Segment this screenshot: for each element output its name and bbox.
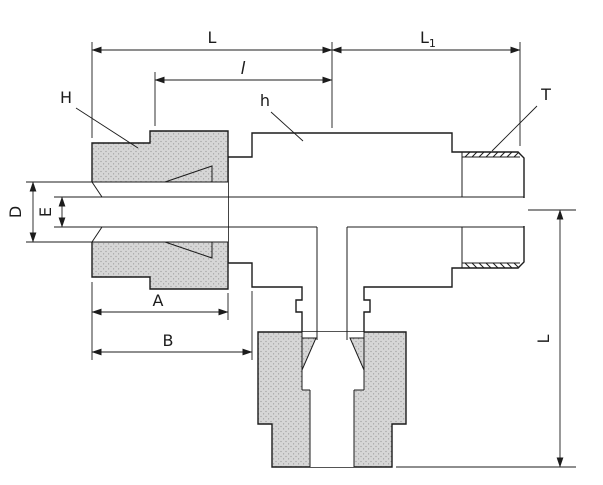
ferrule-left-top bbox=[164, 165, 213, 183]
label-H: H bbox=[60, 88, 72, 107]
label-h: h bbox=[260, 91, 270, 110]
ferrule-branch-right bbox=[349, 337, 365, 371]
label-L-top: L bbox=[208, 28, 217, 47]
label-B: B bbox=[163, 331, 174, 350]
dimension-annotations: L L1 l H h T D E A B L bbox=[6, 28, 576, 468]
leader-T bbox=[491, 105, 538, 152]
label-D: D bbox=[6, 206, 25, 218]
label-L1-subscript: 1 bbox=[429, 37, 436, 50]
label-A: A bbox=[153, 291, 164, 310]
ferrule-left-bottom bbox=[164, 241, 213, 259]
thread-root-lines bbox=[461, 152, 520, 268]
left-bore-cutout bbox=[91, 182, 228, 242]
label-L1-main: L bbox=[420, 28, 429, 47]
right-bore-opening bbox=[522, 198, 529, 226]
fitting-shapes bbox=[91, 130, 529, 468]
label-L1-top: L1 bbox=[420, 28, 436, 50]
leader-h bbox=[270, 111, 304, 142]
label-T: T bbox=[540, 85, 551, 104]
thread-ticks bbox=[464, 151, 520, 269]
label-L-right: L bbox=[534, 334, 553, 343]
label-E: E bbox=[36, 207, 55, 217]
ferrule-branch-left bbox=[301, 337, 317, 371]
label-l-small: l bbox=[241, 59, 246, 79]
leader-H bbox=[75, 107, 139, 149]
fitting-body bbox=[227, 132, 525, 351]
branch-bore-cutout bbox=[302, 332, 364, 467]
extension-lines bbox=[26, 42, 576, 468]
